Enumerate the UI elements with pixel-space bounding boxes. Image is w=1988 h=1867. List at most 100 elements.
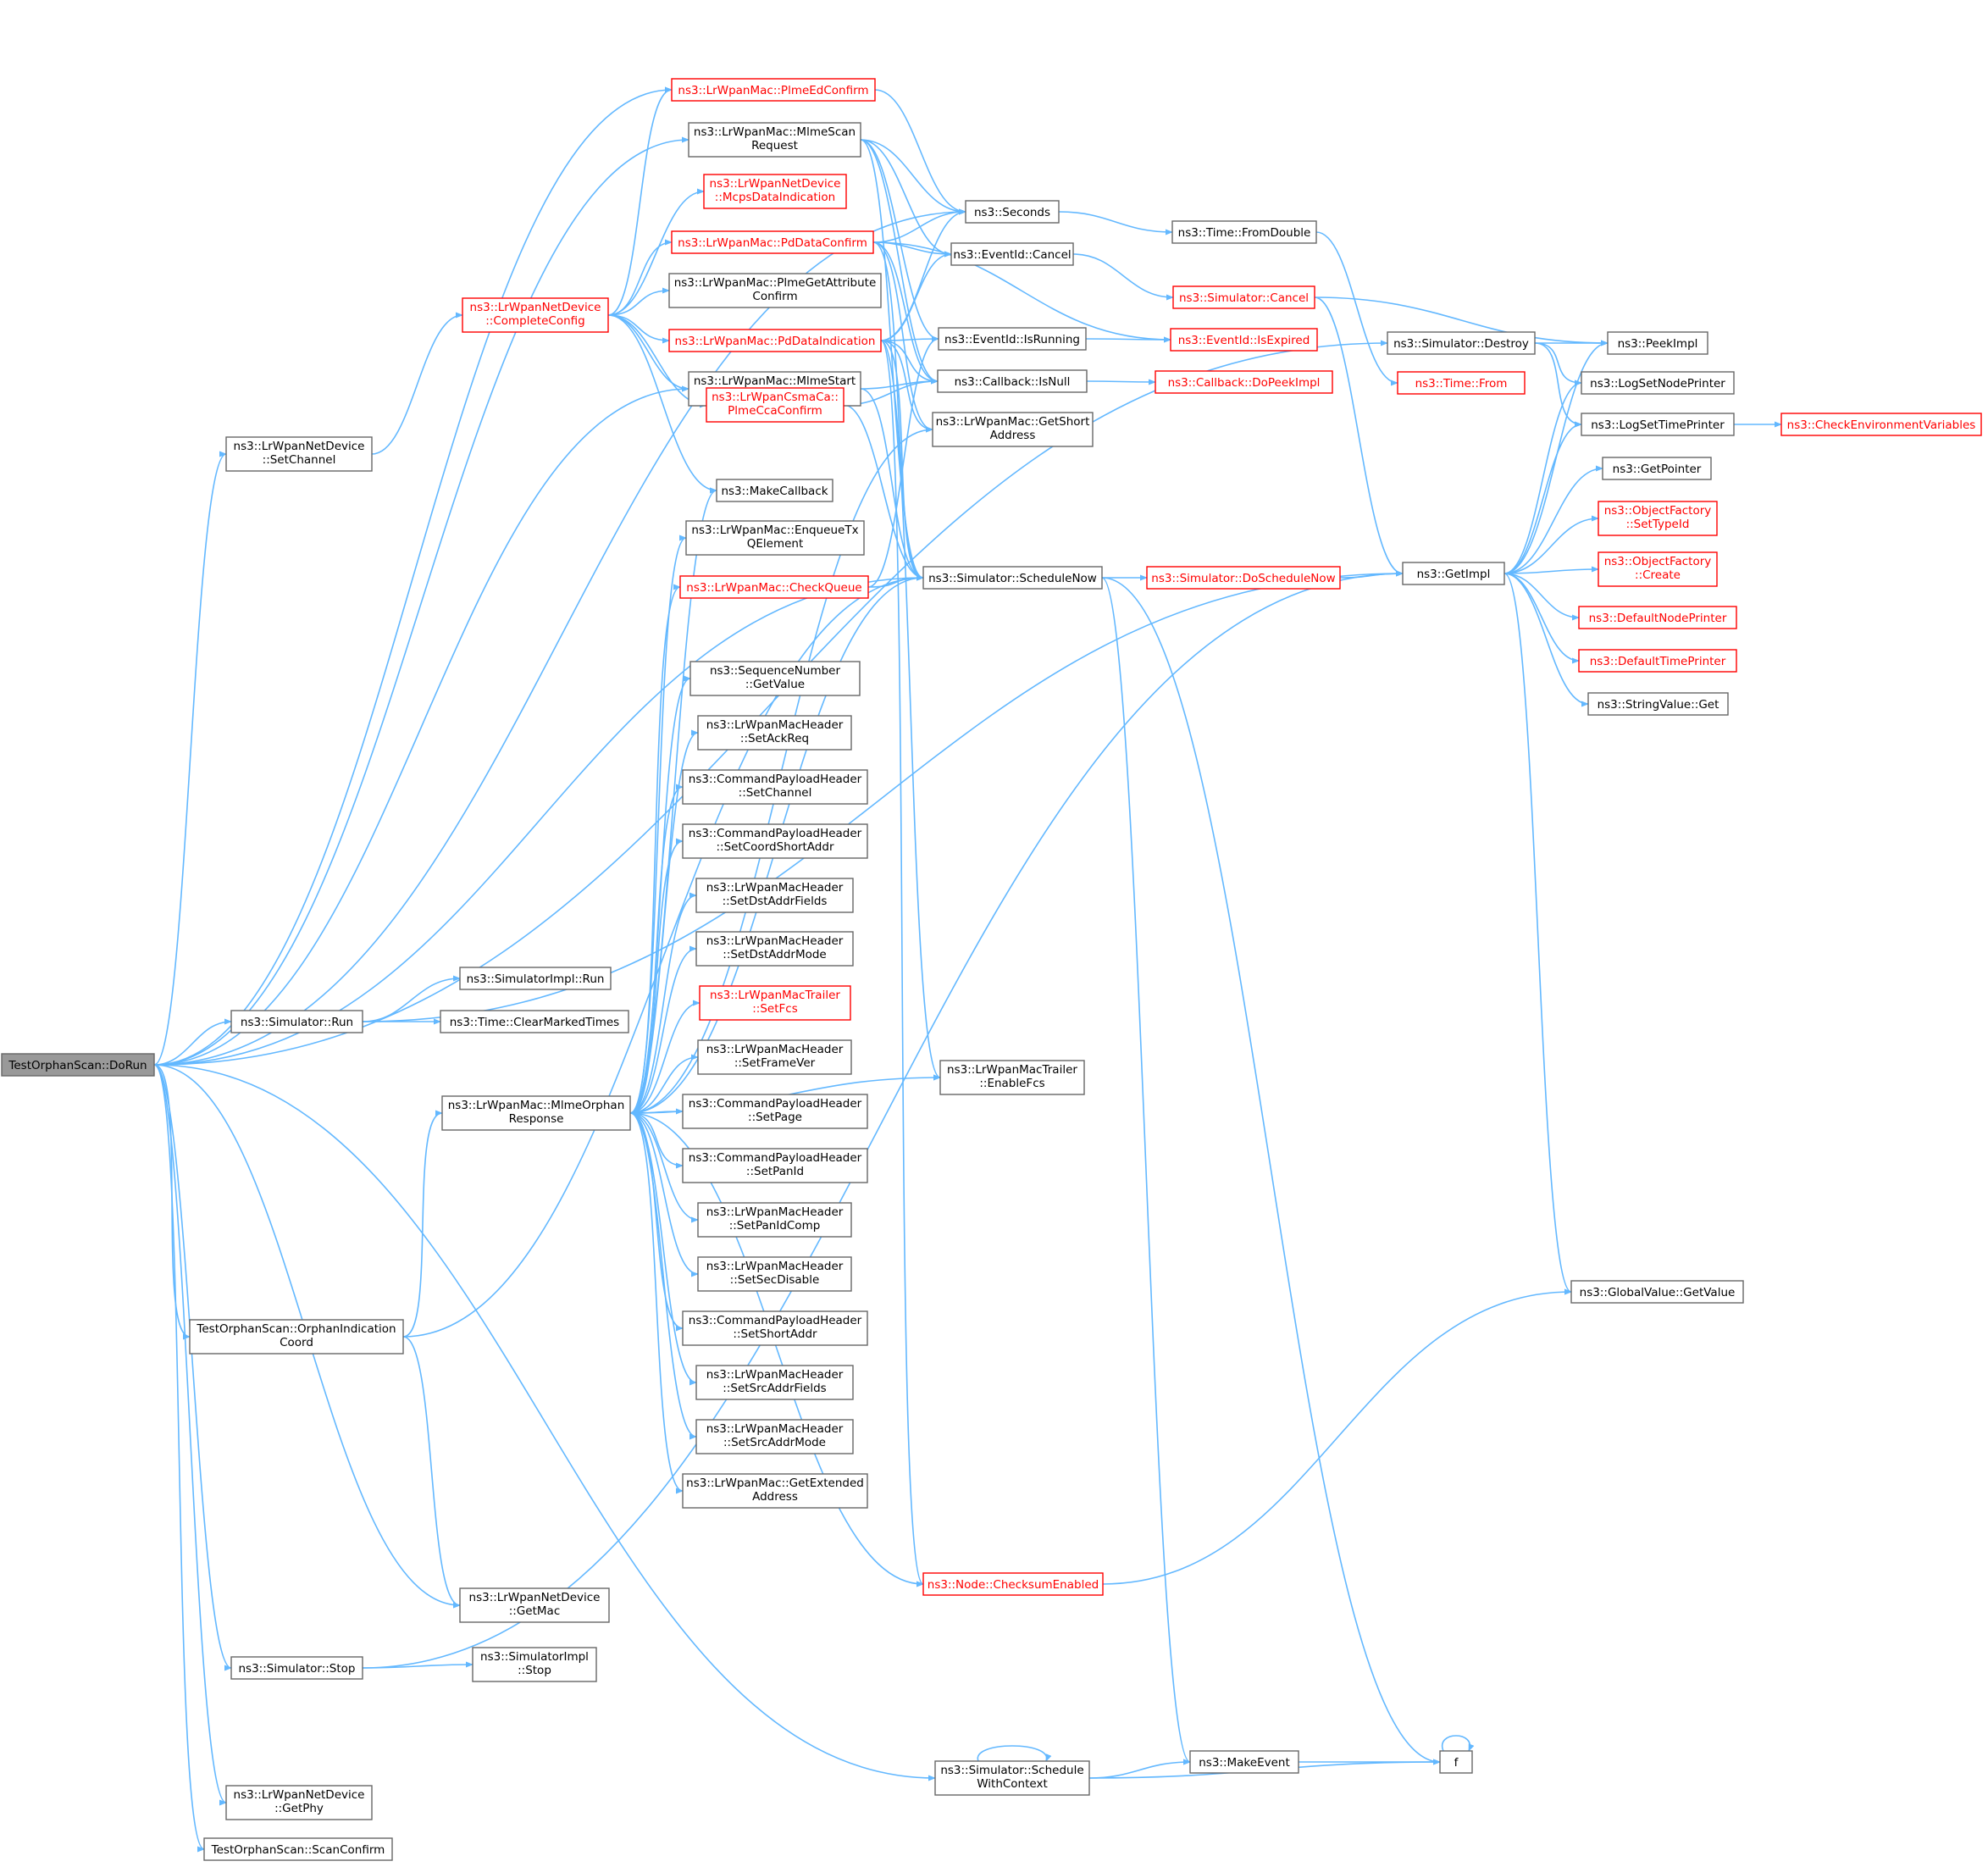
node-label: ns3::CommandPayloadHeader [689,1314,862,1327]
node-mcps[interactable]: ns3::LrWpanNetDevice::McpsDataIndication [703,174,847,209]
node-sim-stop[interactable]: ns3::Simulator::Stop [230,1656,363,1680]
node-simimpl-stop[interactable]: ns3::SimulatorImpl::Stop [472,1647,597,1682]
node-getimpl[interactable]: ns3::GetImpl [1402,562,1505,585]
node-label: ::GetValue [745,678,805,691]
node-box [1387,331,1536,355]
edge-pd-ind-to-isrunning [880,335,939,342]
node-schednow[interactable]: ns3::Simulator::ScheduleNow [922,566,1103,590]
node-isrunning[interactable]: ns3::EventId::IsRunning [938,327,1087,351]
node-checksum[interactable]: ns3::Node::ChecksumEnabled [922,1572,1104,1596]
node-cp-setcoord[interactable]: ns3::CommandPayloadHeader::SetCoordShort… [682,823,868,859]
node-label: ns3::LrWpanMac::PdDataConfirm [678,236,867,250]
node-checkenv[interactable]: ns3::CheckEnvironmentVariables [1780,413,1982,436]
node-makeevent[interactable]: ns3::MakeEvent [1189,1750,1299,1774]
node-setsecdis[interactable]: ns3::LrWpanMacHeader::SetSecDisable [697,1256,852,1292]
node-scanconfirm[interactable]: TestOrphanScan::ScanConfirm [203,1837,393,1861]
node-simcancel[interactable]: ns3::Simulator::Cancel [1172,285,1315,309]
node-setchannel[interactable]: ns3::LrWpanNetDevice::SetChannel [225,436,373,472]
node-getpointer[interactable]: ns3::GetPointer [1602,457,1712,480]
node-label: ns3::EventId::IsRunning [944,333,1080,346]
edge-complete-to-plme-ed [607,86,673,316]
node-setpanidcomp[interactable]: ns3::LrWpanMacHeader::SetPanIdComp [697,1202,852,1238]
node-checkq[interactable]: ns3::LrWpanMac::CheckQueue [679,575,869,599]
node-plme-ed[interactable]: ns3::LrWpanMac::PlmeEdConfirm [671,78,876,102]
node-cp-setchannel[interactable]: ns3::CommandPayloadHeader::SetChannel [682,769,868,805]
node-box [695,931,854,967]
edge-mlme-scan-to-evcancel [860,139,952,258]
node-box [230,1010,363,1033]
node-label: Request [751,139,798,152]
node-complete[interactable]: ns3::LrWpanNetDevice::CompleteConfig [462,297,609,333]
node-sim-run[interactable]: ns3::Simulator::Run [230,1010,363,1033]
node-timefrom[interactable]: ns3::Time::From [1397,371,1526,395]
node-makecb[interactable]: ns3::MakeCallback [716,479,833,502]
node-f[interactable]: f [1439,1750,1473,1774]
node-gvget[interactable]: ns3::GlobalValue::GetValue [1570,1280,1744,1304]
node-setdstfields[interactable]: ns3::LrWpanMacHeader::SetDstAddrFields [695,878,854,913]
node-pd-confirm[interactable]: ns3::LrWpanMac::PdDataConfirm [671,230,874,254]
node-pd-ind[interactable]: ns3::LrWpanMac::PdDataIndication [668,329,882,352]
node-box [1598,501,1718,536]
node-label: ns3::LrWpanMac::GetShort [936,415,1090,429]
node-label: ::SetCoordShortAddr [716,840,833,854]
node-setdstmode[interactable]: ns3::LrWpanMacHeader::SetDstAddrMode [695,931,854,967]
node-box [668,273,882,308]
node-seconds[interactable]: ns3::Seconds [965,200,1060,224]
edge-csma-to-schednow [843,404,924,581]
node-seqnum[interactable]: ns3::SequenceNumber::GetValue [689,661,861,696]
node-evcancel[interactable]: ns3::EventId::Cancel [950,242,1074,266]
node-lognode[interactable]: ns3::LogSetNodePrinter [1581,371,1735,395]
node-getmac[interactable]: ns3::LrWpanNetDevice::GetMac [459,1587,610,1623]
edge-mlme-orphan-to-setpanidcomp [629,1112,699,1223]
node-csma[interactable]: ns3::LrWpanCsmaCa::PlmeCcaConfirm [706,387,844,423]
node-getphy[interactable]: ns3::LrWpanNetDevice::GetPhy [225,1785,373,1820]
node-peekimpl[interactable]: ns3::PeekImpl [1607,331,1708,355]
node-clearmarked[interactable]: ns3::Time::ClearMarkedTimes [440,1010,629,1033]
node-destroy[interactable]: ns3::Simulator::Destroy [1387,331,1536,355]
node-doschednow[interactable]: ns3::Simulator::DoScheduleNow [1146,566,1341,590]
node-cp-setshort[interactable]: ns3::CommandPayloadHeader::SetShortAddr [682,1310,868,1346]
node-label: ns3::Simulator::Run [241,1016,353,1029]
node-of-settype[interactable]: ns3::ObjectFactory::SetTypeId [1598,501,1718,536]
node-setfcs[interactable]: ns3::LrWpanMacTrailer::SetFcs [699,985,851,1021]
node-setframever[interactable]: ns3::LrWpanMacHeader::SetFrameVer [697,1039,852,1075]
node-isnull[interactable]: ns3::Callback::IsNull [937,369,1088,393]
node-setsrcfields[interactable]: ns3::LrWpanMacHeader::SetSrcAddrFields [695,1365,854,1400]
node-setsrcmode[interactable]: ns3::LrWpanMacHeader::SetSrcAddrMode [695,1419,854,1454]
node-box [1607,331,1708,355]
node-label: ns3::LrWpanMac::EnqueueTx [691,524,858,537]
node-isexpired[interactable]: ns3::EventId::IsExpired [1170,328,1318,352]
node-cp-setpanid[interactable]: ns3::CommandPayloadHeader::SetPanId [682,1148,868,1183]
node-enablefcs[interactable]: ns3::LrWpanMacTrailer::EnableFcs [939,1060,1085,1095]
node-simimpl-run[interactable]: ns3::SimulatorImpl::Run [459,967,612,990]
node-box [440,1010,629,1033]
node-box [225,436,373,472]
edge-mlme-orphan-to-getext [629,1112,684,1494]
node-label: ns3::Simulator::Cancel [1179,291,1309,305]
node-strget[interactable]: ns3::StringValue::Get [1587,692,1729,716]
node-cp-setpage[interactable]: ns3::CommandPayloadHeader::SetPage [682,1094,868,1129]
edge-setchannel-to-complete [371,312,463,455]
edge-orphanind-to-mlme-orphan [402,1110,443,1338]
node-deftime[interactable]: ns3::DefaultTimePrinter [1578,649,1737,673]
node-of-create[interactable]: ns3::ObjectFactory::Create [1598,551,1718,587]
node-box [671,230,874,254]
node-root[interactable]: TestOrphanScan::DoRun [1,1053,155,1077]
node-logtime[interactable]: ns3::LogSetTimePrinter [1581,413,1735,436]
node-box [1780,413,1982,436]
node-fromdouble[interactable]: ns3::Time::FromDouble [1171,220,1317,244]
node-defnode[interactable]: ns3::DefaultNodePrinter [1578,606,1737,629]
edge-root-to-scanconfirm [153,1064,205,1853]
node-dopeek[interactable]: ns3::Callback::DoPeekImpl [1155,370,1333,394]
node-setackreq[interactable]: ns3::LrWpanMacHeader::SetAckReq [697,715,852,751]
node-box [697,1039,852,1075]
